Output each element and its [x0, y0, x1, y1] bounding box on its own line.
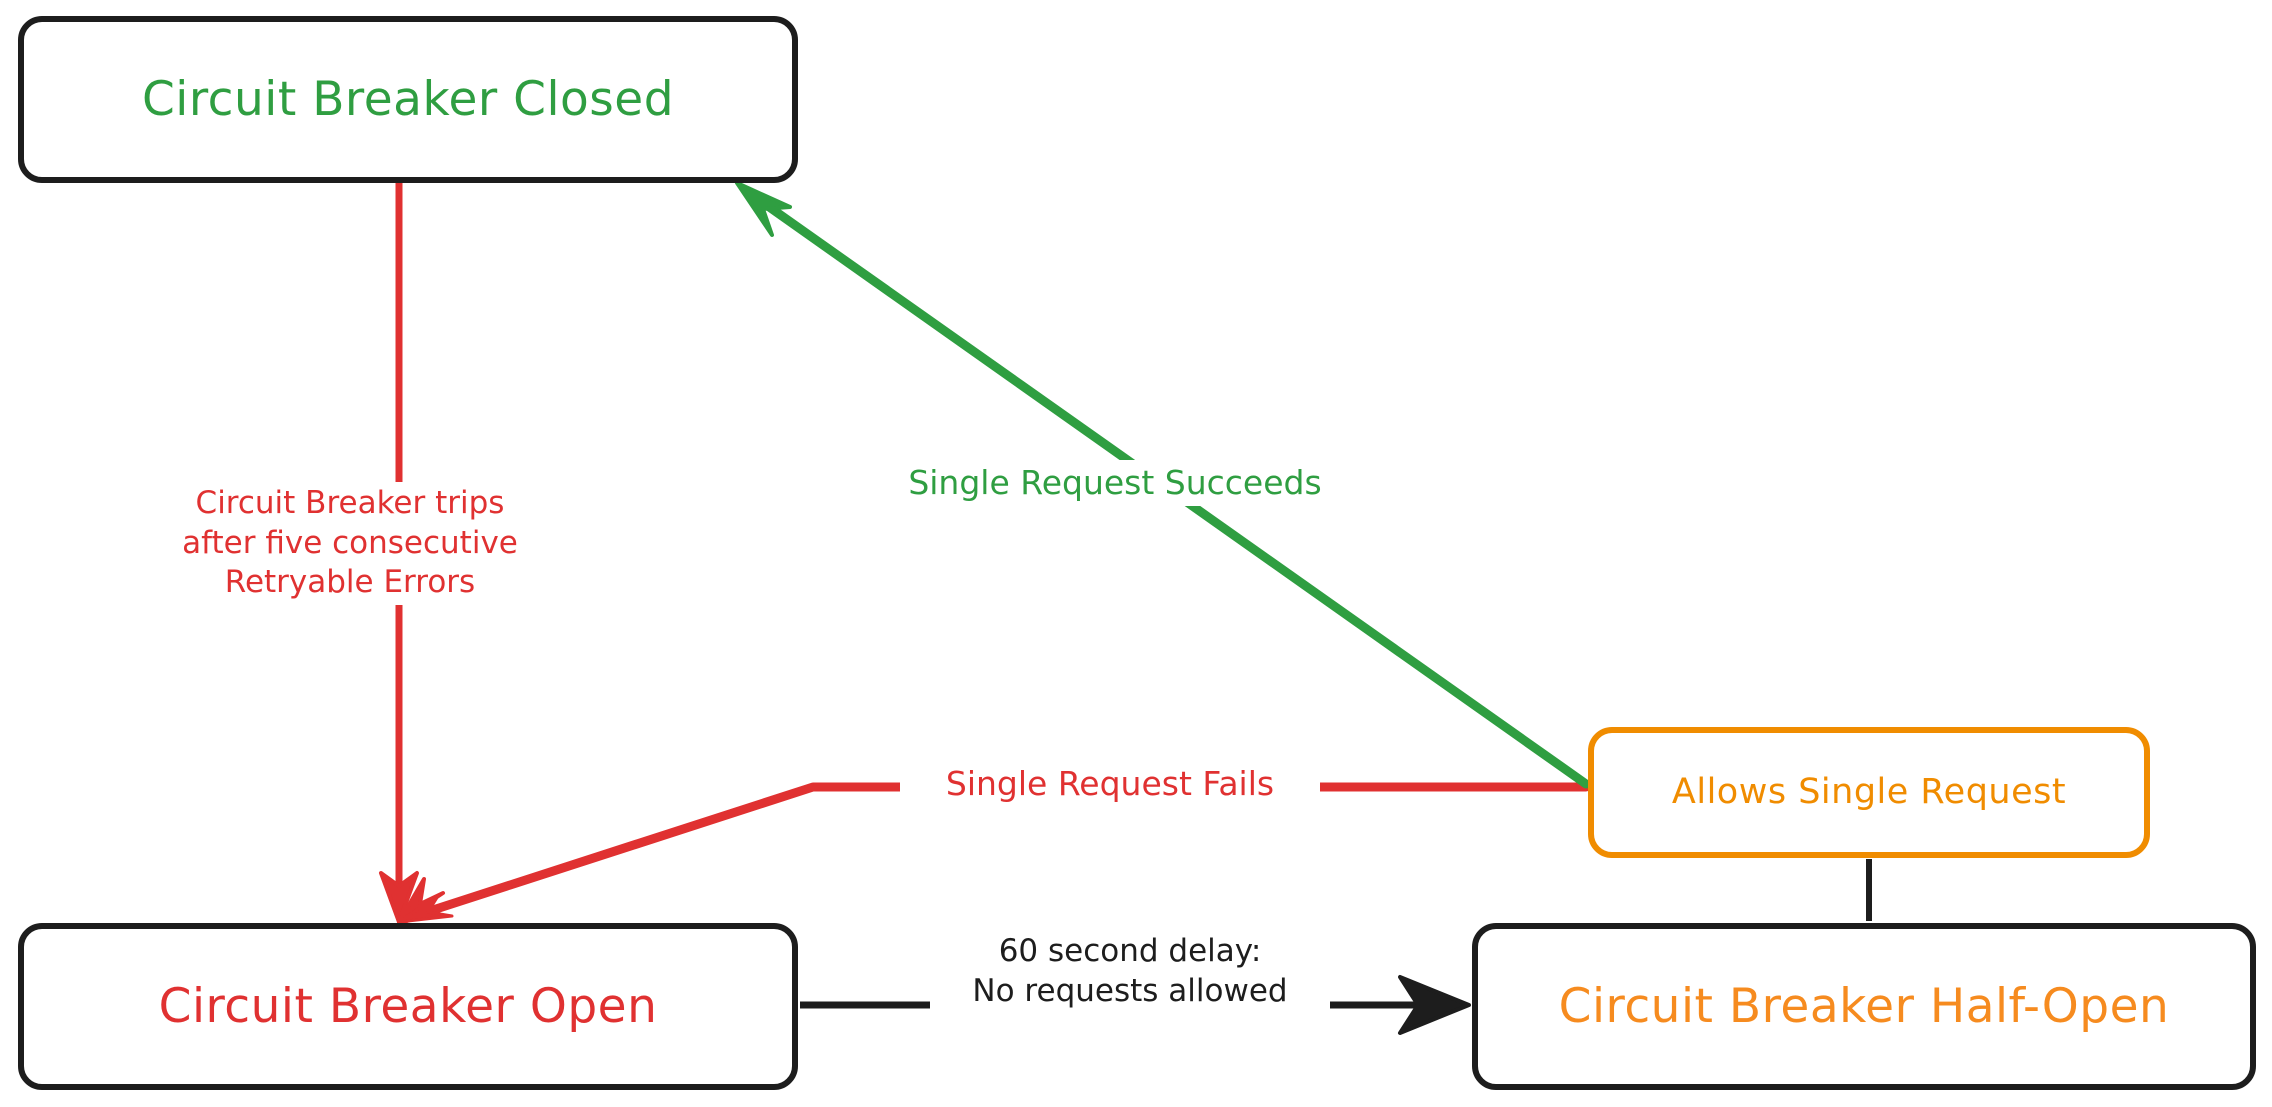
edge-label-60-second-delay: 60 second delay: No requests allowed — [930, 930, 1330, 1014]
state-node-circuit-breaker-open[interactable]: Circuit Breaker Open — [18, 923, 798, 1090]
state-node-label: Circuit Breaker Open — [158, 978, 658, 1034]
state-node-label: Allows Single Request — [1671, 772, 2067, 813]
edge-label-line: Circuit Breaker trips — [195, 485, 505, 521]
edge-label-line: 60 second delay: — [998, 933, 1262, 969]
edge-label-line: Single Request Succeeds — [908, 463, 1322, 502]
state-node-allows-single-request[interactable]: Allows Single Request — [1588, 727, 2150, 858]
edge-label-line: Retryable Errors — [224, 564, 476, 601]
state-node-label: Circuit Breaker Closed — [141, 71, 675, 127]
edge-label-line: after five consecutive — [182, 524, 518, 561]
edge-label-line: No requests allowed — [972, 972, 1288, 1009]
edge-label-single-request-fails: Single Request Fails — [900, 761, 1320, 808]
state-node-circuit-breaker-closed[interactable]: Circuit Breaker Closed — [18, 16, 798, 183]
state-node-circuit-breaker-half-open[interactable]: Circuit Breaker Half-Open — [1472, 923, 2256, 1090]
edge-label-line: Single Request Fails — [945, 764, 1275, 803]
edge-allows-to-open — [397, 782, 1591, 925]
edge-label-single-request-succeeds: Single Request Succeeds — [880, 460, 1350, 507]
edge-label-circuit-breaker-trips: Circuit Breaker trips after five consecu… — [150, 482, 550, 606]
state-node-label: Circuit Breaker Half-Open — [1558, 978, 2170, 1034]
